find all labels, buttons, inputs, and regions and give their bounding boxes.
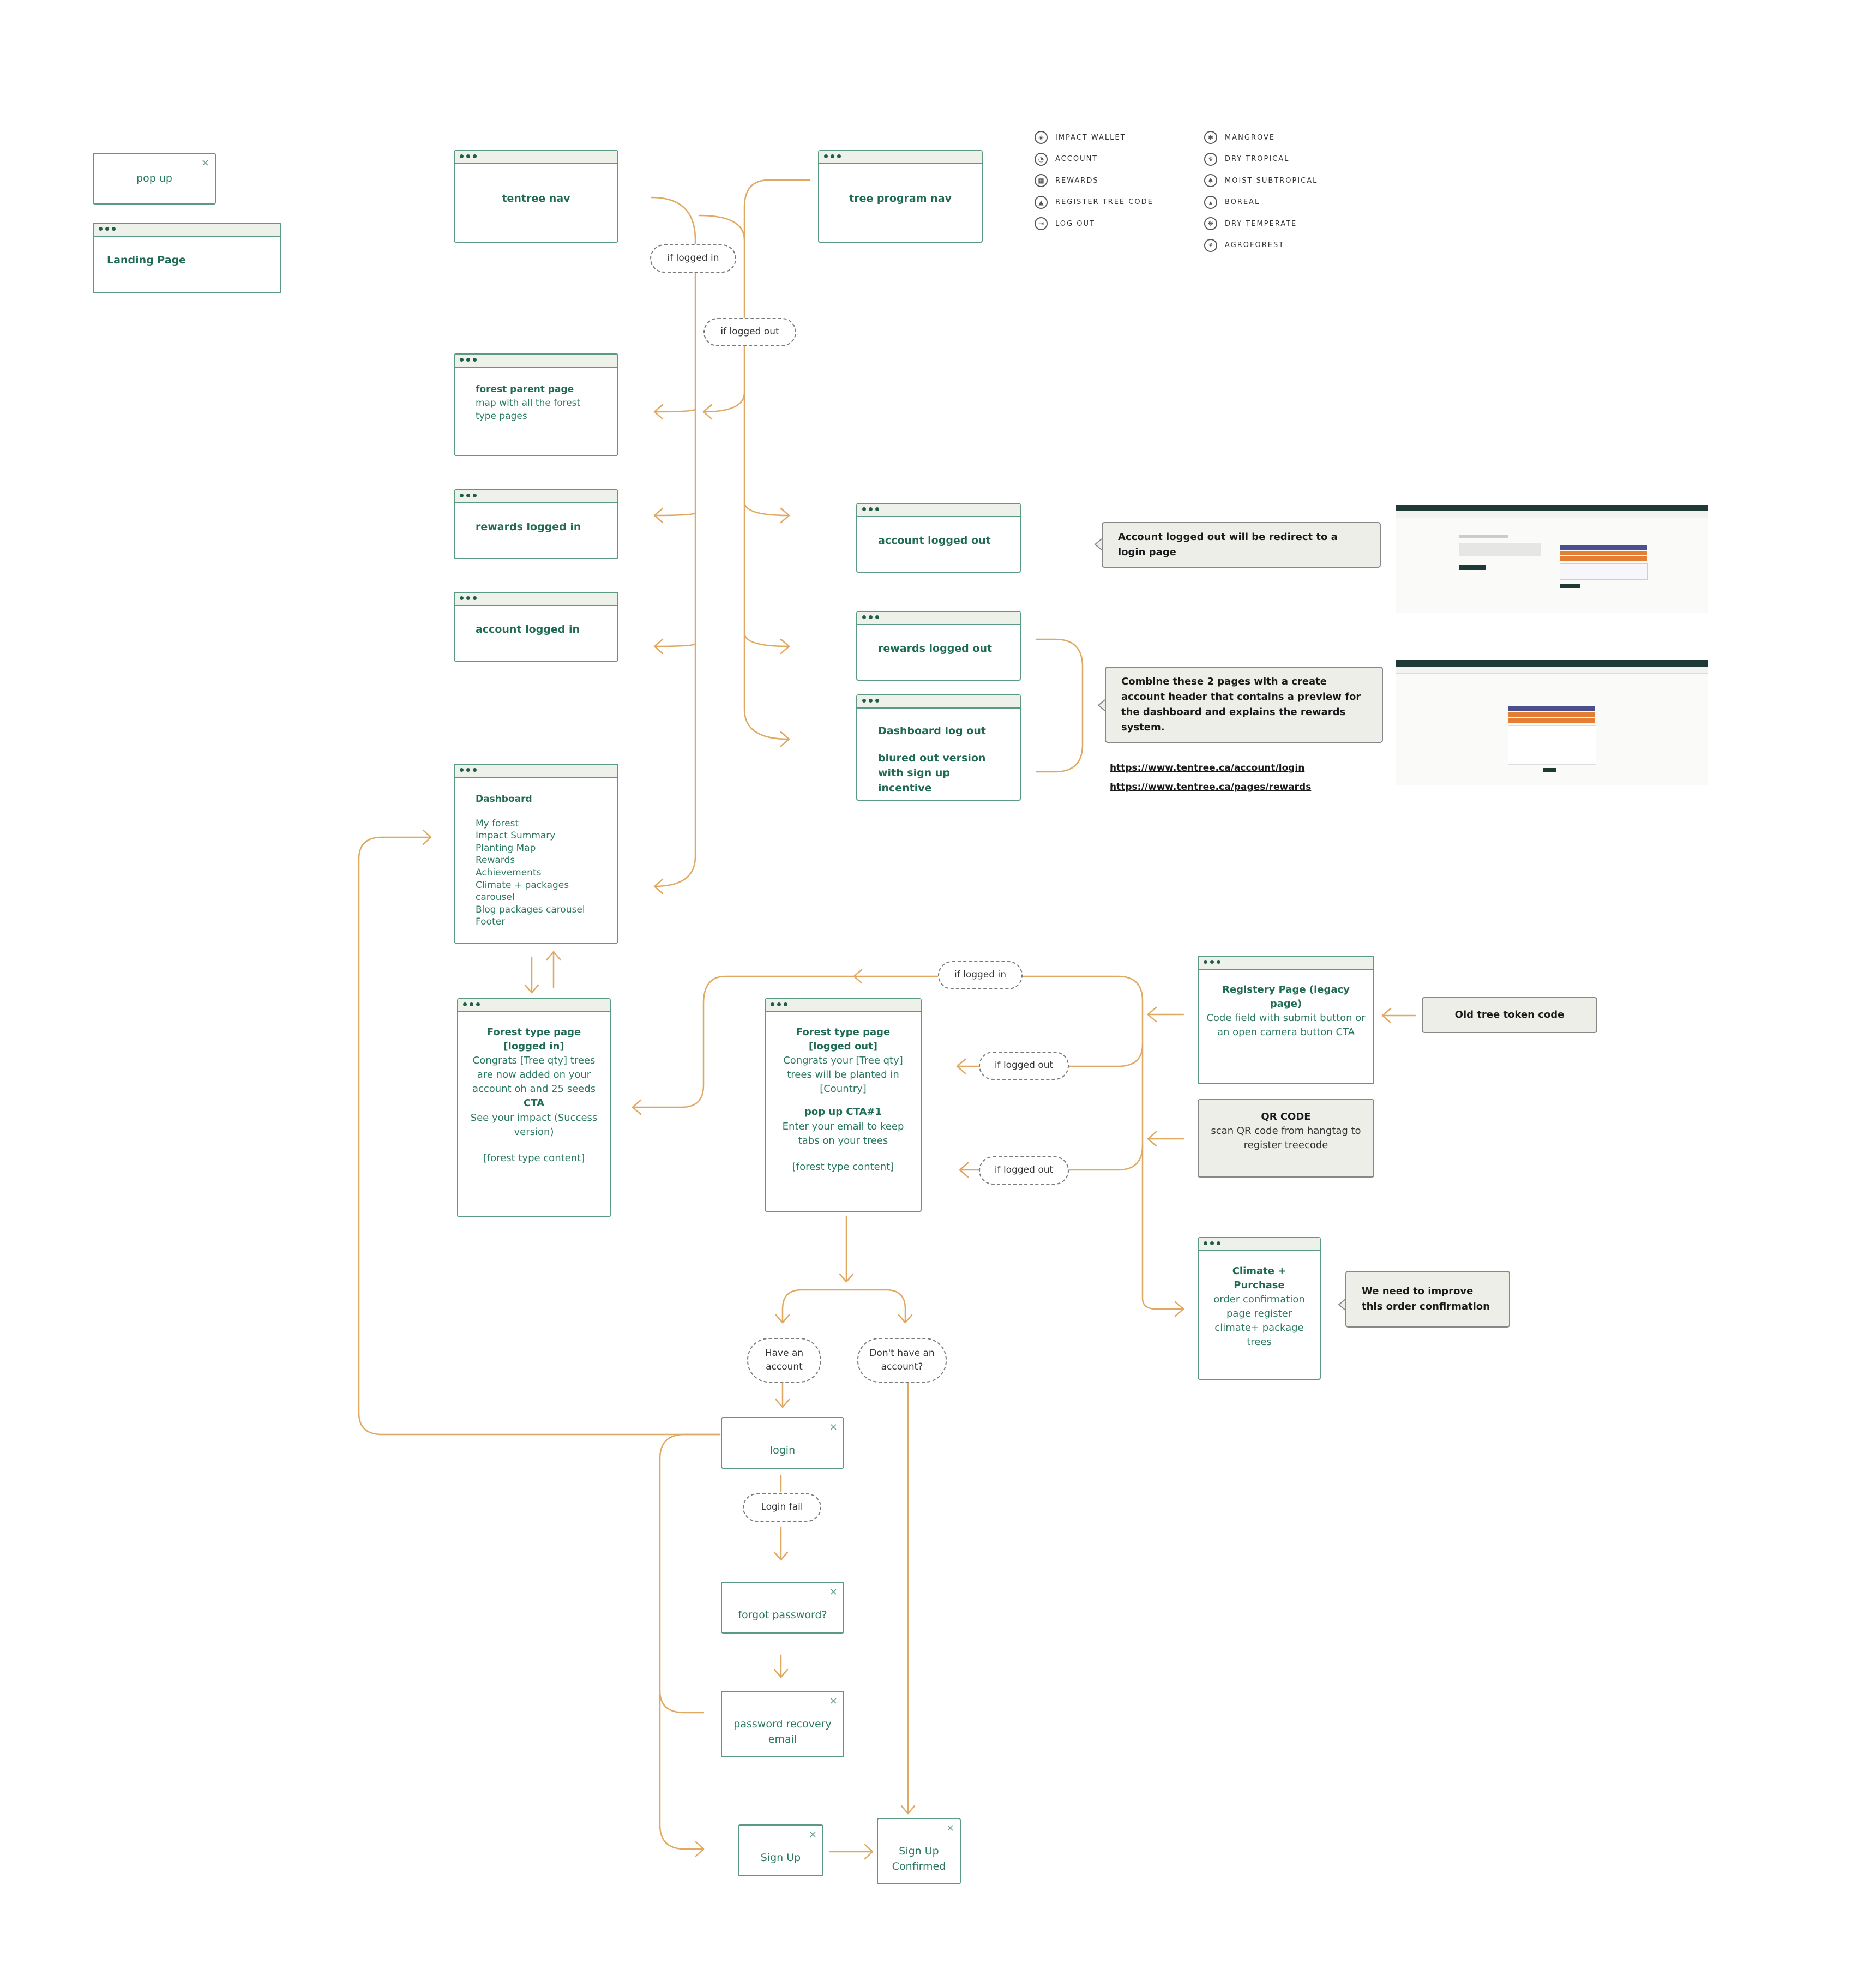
window-bar	[819, 151, 982, 164]
forest-type-logged-out-node: Forest type page [logged out] Congrats y…	[765, 998, 922, 1212]
window-bar	[455, 490, 617, 503]
tree-program-nav-node: tree program nav	[818, 150, 983, 243]
landing-page-node: Landing Page	[93, 223, 281, 293]
legend-label: AGROFOREST	[1225, 241, 1285, 249]
dashboard-section-item: Footer	[476, 916, 506, 928]
redirect-note: Account logged out will be redirect to a…	[1102, 522, 1381, 568]
window-bar	[455, 151, 617, 164]
dashboard-section-item: Achievements	[476, 867, 542, 879]
rewards-page-link[interactable]: https://www.tentree.ca/pages/rewards	[1110, 782, 1312, 793]
close-icon: ×	[808, 1829, 817, 1840]
dashboard-section-item: My forest	[476, 818, 519, 829]
account-logged-in-node: account logged in	[454, 592, 618, 662]
forest-type-logged-in-node: Forest type page [logged in] Congrats [T…	[457, 998, 611, 1217]
condition-login-fail: Login fail	[743, 1493, 821, 1522]
mangrove-icon: ✱	[1204, 131, 1217, 144]
legend-item: ⇥ LOG OUT	[1035, 217, 1095, 230]
improve-confirmation-note: We need to improve this order confirmati…	[1345, 1271, 1510, 1328]
legend-item: ♆ DRY TROPICAL	[1204, 152, 1290, 166]
legend-label: REGISTER TREE CODE	[1055, 198, 1153, 206]
legend-item: ✱ MANGROVE	[1204, 131, 1275, 144]
password-recovery-popup-node: × password recovery email	[721, 1691, 844, 1757]
agroforest-icon: ⚘	[1204, 238, 1217, 252]
register-tree-code-icon: ▲	[1035, 195, 1048, 209]
condition-no-account: Don't have an account?	[857, 1338, 947, 1383]
window-bar	[458, 999, 610, 1012]
legend-label: DRY TROPICAL	[1225, 155, 1290, 163]
legend-item: ▲ REGISTER TREE CODE	[1035, 195, 1153, 209]
login-page-link[interactable]: https://www.tentree.ca/account/login	[1110, 763, 1305, 773]
close-icon: ×	[829, 1695, 838, 1707]
combine-pages-note: Combine these 2 pages with a create acco…	[1105, 667, 1383, 743]
condition-if-logged-out: if logged out	[703, 318, 796, 346]
condition-if-logged-in: if logged in	[650, 244, 736, 273]
sign-up-confirmed-popup-node: × Sign Up Confirmed	[877, 1818, 961, 1884]
legend-label: LOG OUT	[1055, 219, 1095, 228]
climate-purchase-node: Climate + Purchase order confirmation pa…	[1198, 1237, 1321, 1380]
legend-label: REWARDS	[1055, 176, 1099, 185]
dry-tropical-icon: ♆	[1204, 152, 1217, 166]
qr-code-node: QR CODE scan QR code from hangtag to reg…	[1198, 1099, 1374, 1178]
condition-if-logged-in: if logged in	[938, 961, 1023, 989]
legend-item: ⚘ AGROFOREST	[1204, 238, 1285, 252]
close-icon: ×	[829, 1586, 838, 1598]
login-popup-node: × login	[721, 1417, 844, 1469]
window-bar	[455, 355, 617, 368]
window-bar	[94, 224, 280, 237]
dashboard-section-item: Rewards	[476, 855, 515, 866]
window-bar	[857, 504, 1020, 517]
window-bar	[857, 695, 1020, 709]
dashboard-node: Dashboard My forest Impact Summary Plant…	[454, 764, 618, 944]
impact-wallet-icon: ◈	[1035, 131, 1048, 144]
moist-subtropical-icon: ♠	[1204, 174, 1217, 187]
legend-label: BOREAL	[1225, 198, 1260, 206]
legend-item: ▦ REWARDS	[1035, 174, 1099, 187]
close-icon: ×	[201, 157, 209, 169]
dry-temperate-icon: ❋	[1204, 217, 1217, 230]
dashboard-logged-out-node: Dashboard log out blured out version wit…	[856, 694, 1021, 801]
legend-item: ◔ ACCOUNT	[1035, 152, 1098, 166]
legend-label: MOIST SUBTROPICAL	[1225, 176, 1318, 185]
legend-label: MANGROVE	[1225, 133, 1276, 142]
dashboard-section-item: Impact Summary	[476, 830, 556, 842]
legend-label: DRY TEMPERATE	[1225, 219, 1297, 228]
condition-if-logged-out: if logged out	[979, 1156, 1069, 1185]
window-bar	[1199, 1238, 1320, 1251]
legend-item: ▴ BOREAL	[1204, 195, 1260, 209]
log-out-icon: ⇥	[1035, 217, 1048, 230]
old-token-note: Old tree token code	[1422, 997, 1597, 1033]
tentree-nav-node: tentree nav	[454, 150, 618, 243]
rewards-page-preview	[1396, 660, 1708, 785]
window-bar	[455, 593, 617, 606]
condition-if-logged-out: if logged out	[979, 1052, 1069, 1080]
sign-up-popup-node: × Sign Up	[738, 1824, 823, 1876]
window-bar	[1199, 957, 1373, 970]
account-logged-out-node: account logged out	[856, 503, 1021, 573]
dashboard-section-item: Blog packages carousel	[476, 904, 585, 915]
window-bar	[455, 765, 617, 778]
dashboard-section-item: Planting Map	[476, 842, 536, 854]
rewards-logged-in-node: rewards logged in	[454, 489, 618, 559]
close-icon: ×	[946, 1822, 954, 1834]
account-icon: ◔	[1035, 152, 1048, 166]
legend-label: ACCOUNT	[1055, 155, 1098, 163]
legend-item: ❋ DRY TEMPERATE	[1204, 217, 1297, 230]
legend-item: ♠ MOIST SUBTROPICAL	[1204, 174, 1318, 187]
forest-parent-page-node: forest parent page map with all the fore…	[454, 353, 618, 456]
rewards-icon: ▦	[1035, 174, 1048, 187]
boreal-icon: ▴	[1204, 195, 1217, 209]
rewards-logged-out-node: rewards logged out	[856, 611, 1021, 681]
forgot-password-popup-node: × forgot password?	[721, 1582, 844, 1634]
window-bar	[857, 612, 1020, 625]
window-bar	[766, 999, 921, 1012]
login-page-preview	[1396, 505, 1708, 613]
legend-item: ◈ IMPACT WALLET	[1035, 131, 1126, 144]
popup-template-node: × pop up	[93, 153, 216, 205]
close-icon: ×	[829, 1421, 838, 1433]
condition-have-account: Have an account	[747, 1338, 821, 1383]
legend-label: IMPACT WALLET	[1055, 133, 1126, 142]
dashboard-section-item: Climate + packages carousel	[476, 879, 569, 903]
registry-page-node: Registery Page (legacy page) Code field …	[1198, 956, 1374, 1084]
